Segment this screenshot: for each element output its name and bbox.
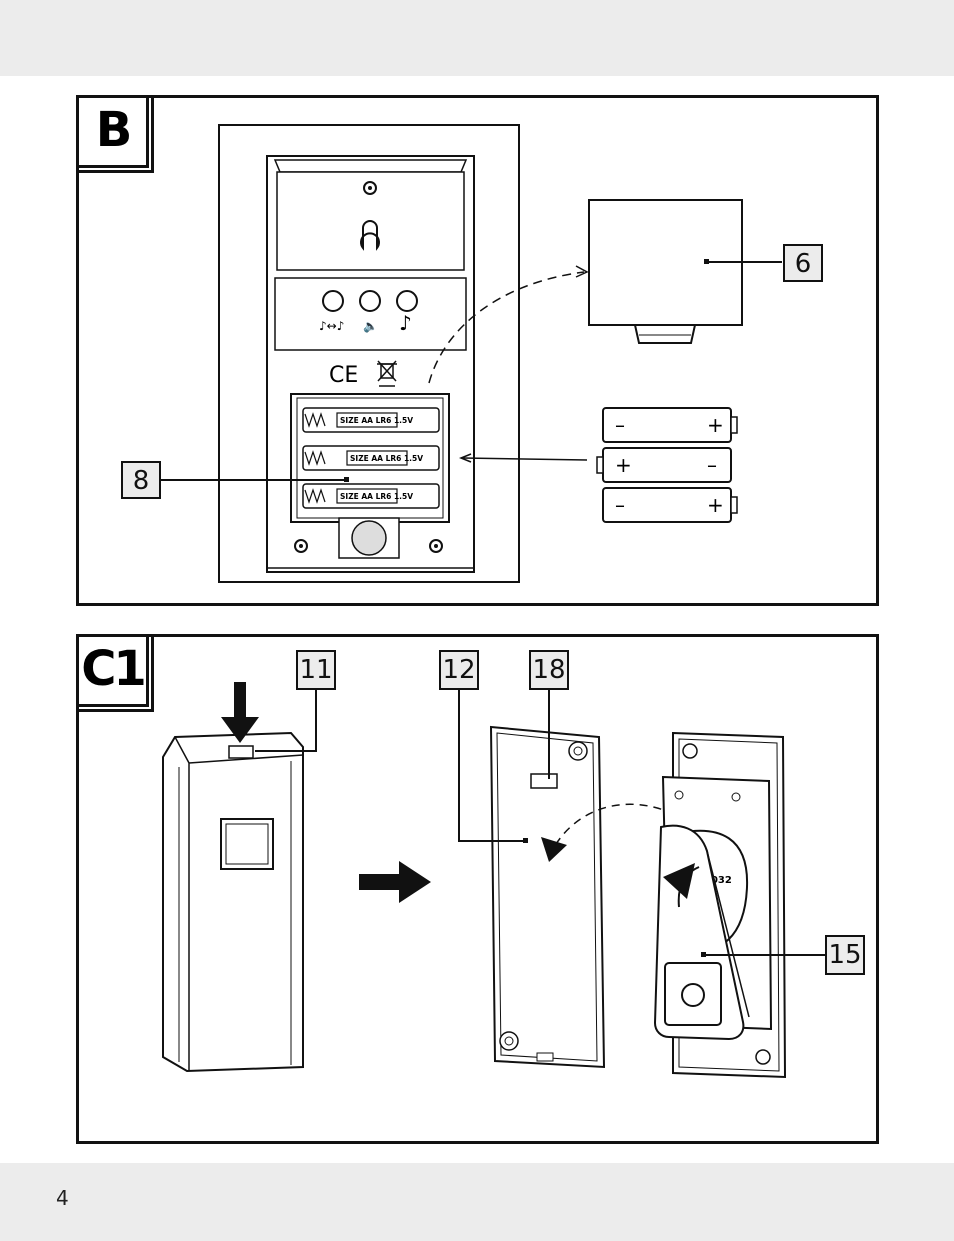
panel-label-b: B xyxy=(76,95,149,168)
aa-battery: –+ xyxy=(602,487,738,523)
minus-sign: – xyxy=(615,493,625,517)
callout-release-tab: 11 xyxy=(296,650,336,690)
battery-label: SIZE AA LR6 1.5V xyxy=(340,492,413,501)
aa-battery: –+ xyxy=(602,407,738,443)
keyhole-icon xyxy=(360,220,380,251)
spring-icon xyxy=(304,450,326,466)
note-icon: ♪ xyxy=(399,311,412,335)
screw-icon xyxy=(363,181,377,195)
mount-slot xyxy=(530,773,558,789)
ce-mark: CE xyxy=(329,363,358,388)
panel-label-frame xyxy=(76,95,154,173)
plus-sign: + xyxy=(615,453,632,477)
bottom-margin-band xyxy=(0,1163,954,1241)
callout-battery-flap: 15 xyxy=(825,935,865,975)
doorbell-transmitter xyxy=(162,731,304,1073)
release-tab xyxy=(228,745,254,759)
transmitter-open: 2032 xyxy=(653,731,787,1079)
top-margin-band xyxy=(0,0,954,76)
back-cover xyxy=(489,725,670,1069)
spring-icon xyxy=(304,488,326,504)
figure-panel-c1: C1 xyxy=(76,634,879,1144)
panel-label-c1: C1 xyxy=(76,634,149,707)
plus-sign: + xyxy=(707,413,724,437)
screw-icon xyxy=(429,539,443,553)
callout-battery-cover: 6 xyxy=(783,244,823,282)
battery-label: SIZE AA LR6 1.5V xyxy=(340,416,413,425)
plus-sign: + xyxy=(707,493,724,517)
installed-battery: SIZE AA LR6 1.5V xyxy=(302,445,440,471)
minus-sign: – xyxy=(707,453,717,477)
battery-cover xyxy=(588,199,743,326)
callout-back-cover: 12 xyxy=(439,650,479,690)
installed-battery: SIZE AA LR6 1.5V xyxy=(302,407,440,433)
page-number: 4 xyxy=(56,1186,69,1210)
screw-icon xyxy=(294,539,308,553)
callout-battery-compartment: 8 xyxy=(121,461,161,499)
panel-b-illustration: ♪↔♪ 🔈 ♪ CE SIZE AA LR6 1.5V SIZE AA LR6 1… xyxy=(161,124,782,583)
tone-button xyxy=(396,290,418,312)
bell-push-button xyxy=(220,818,274,870)
pairing-icon: ♪↔♪ xyxy=(319,319,344,333)
spring-icon xyxy=(304,412,326,428)
svg-text:2032: 2032 xyxy=(704,875,732,886)
weee-bin-icon xyxy=(377,360,397,387)
next-step-arrow xyxy=(359,861,431,903)
melody-button xyxy=(322,290,344,312)
panel-label-frame xyxy=(76,634,154,712)
installed-battery: SIZE AA LR6 1.5V xyxy=(302,483,440,509)
press-down-arrow xyxy=(221,682,259,743)
speaker-icon: 🔈 xyxy=(363,319,378,333)
volume-button xyxy=(359,290,381,312)
battery-label: SIZE AA LR6 1.5V xyxy=(350,454,423,463)
panel-c1-illustration: 2032 xyxy=(162,682,825,1079)
minus-sign: – xyxy=(615,413,625,437)
aa-battery: +– xyxy=(596,447,732,483)
callout-mount-slot: 18 xyxy=(529,650,569,690)
